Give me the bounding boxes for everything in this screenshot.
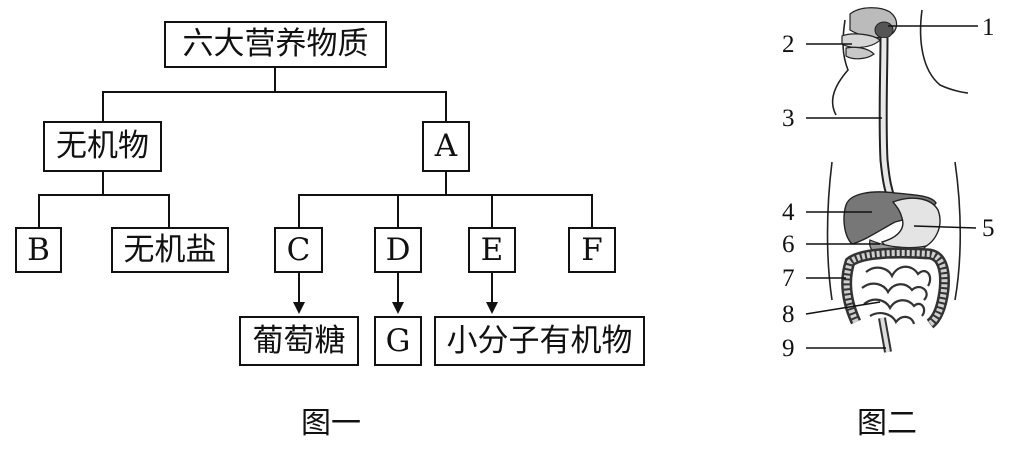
label-9: 9: [782, 335, 795, 362]
root-node: 六大营养物质: [164, 21, 387, 68]
node-b: B: [15, 227, 62, 273]
connector: [397, 194, 399, 227]
label-4: 4: [782, 199, 795, 226]
label-2: 2: [782, 31, 795, 58]
figure1-caption: 图一: [301, 406, 361, 441]
glucose-node: 葡萄糖: [239, 316, 359, 366]
connector: [102, 91, 447, 93]
label-8: 8: [782, 301, 795, 328]
figure2-caption: 图二: [857, 406, 917, 441]
salt-node: 无机盐: [111, 227, 229, 273]
connector: [102, 91, 104, 121]
connector: [445, 171, 447, 195]
small-organic-node: 小分子有机物: [434, 316, 645, 366]
label-5: 5: [982, 215, 995, 242]
arrow-head: [486, 302, 498, 314]
label-1: 1: [982, 14, 995, 41]
connector: [445, 91, 447, 121]
connector: [274, 67, 276, 92]
node-c: C: [274, 227, 323, 273]
node-d: D: [374, 227, 422, 273]
arrow: [491, 273, 493, 303]
large-intestine: [841, 247, 950, 329]
connector: [38, 194, 170, 196]
connector: [168, 194, 170, 227]
connector: [591, 194, 593, 227]
small-intestine: [861, 265, 932, 325]
head-organs: [841, 7, 898, 60]
arrow: [397, 273, 399, 303]
arrow-head: [293, 302, 305, 314]
node-f: F: [568, 227, 616, 273]
inorganic-node: 无机物: [43, 121, 162, 172]
connector: [491, 194, 493, 227]
label-6: 6: [782, 231, 795, 258]
node-e: E: [468, 227, 516, 273]
label-3: 3: [782, 105, 795, 132]
connector: [298, 194, 593, 196]
label-7: 7: [782, 265, 795, 292]
arrow: [298, 273, 300, 303]
connector: [38, 194, 40, 227]
connector: [102, 171, 104, 195]
node-g: G: [374, 316, 422, 366]
node-a: A: [422, 121, 470, 172]
connector: [298, 194, 300, 227]
label-lines: [805, 25, 978, 349]
arrow-head: [392, 302, 404, 314]
